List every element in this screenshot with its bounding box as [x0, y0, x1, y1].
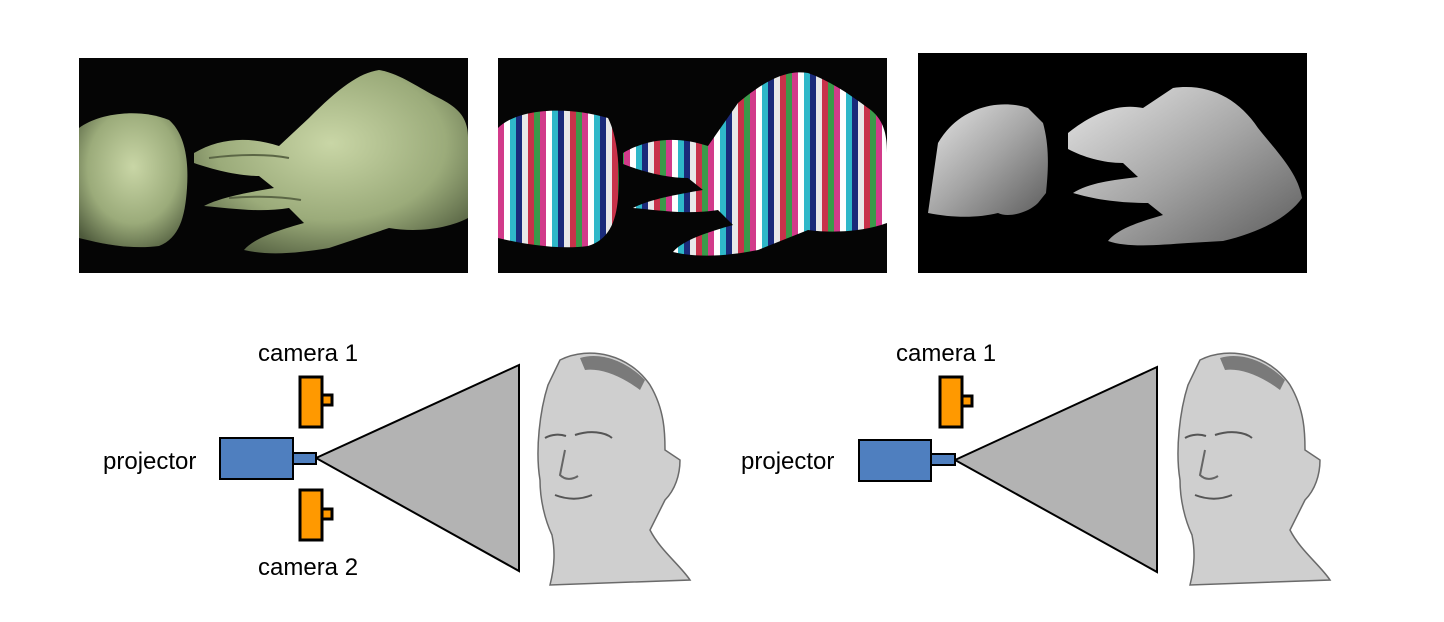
camera-1-lens — [320, 393, 334, 407]
hands-stripe-image — [498, 58, 887, 273]
hands-3d-reconstruction — [918, 53, 1307, 273]
projection-frustum — [313, 363, 520, 573]
head-3d-scan — [537, 352, 692, 586]
hands-texture-photo — [79, 58, 468, 273]
camera-2-body — [298, 488, 324, 542]
hands-mesh-image — [918, 53, 1307, 273]
camera-2-lens — [320, 507, 334, 521]
single-camera-setup-diagram: camera 1 projector — [720, 330, 1444, 622]
hands-texture-image — [79, 58, 468, 273]
camera-1-lens — [960, 394, 974, 408]
camera-1-label: camera 1 — [258, 340, 359, 367]
single-camera-setup-graphic — [858, 352, 1332, 586]
stereo-setup-diagram: camera 1 projector camera 2 — [0, 330, 720, 622]
projector-lens — [292, 452, 317, 465]
head-3d-scan — [1177, 352, 1332, 586]
stereo-setup-graphic — [219, 352, 692, 586]
hands-stripe-pattern-photo — [498, 58, 887, 273]
projector-label: projector — [103, 448, 197, 475]
projector-body — [858, 439, 932, 482]
camera-1-label: camera 1 — [896, 340, 997, 367]
projection-frustum — [952, 365, 1158, 574]
camera-1-body — [938, 375, 964, 429]
projector-body — [219, 437, 294, 480]
projector-label: projector — [741, 448, 835, 475]
camera-1-body — [298, 375, 324, 429]
projector-lens — [930, 453, 956, 466]
camera-2-label: camera 2 — [258, 554, 359, 581]
